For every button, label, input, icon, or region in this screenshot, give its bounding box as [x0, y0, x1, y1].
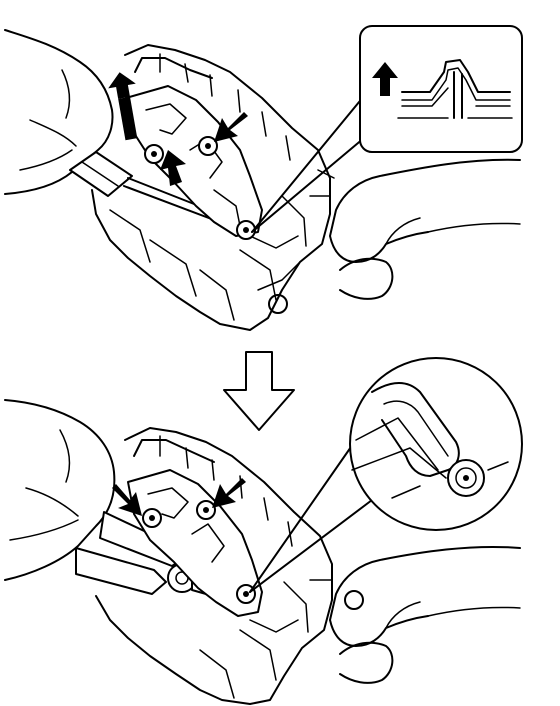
pointer-arrow-icon	[214, 112, 248, 142]
detail-callout-top	[251, 25, 523, 233]
detail-callout-bottom	[249, 357, 523, 593]
assembly-body-bottom	[95, 427, 364, 705]
pointer-arrow-left-icon	[112, 484, 142, 516]
top-panel	[4, 25, 523, 331]
rivet-bottom-right	[196, 500, 216, 520]
right-hand-top	[329, 158, 521, 300]
left-hand-bottom	[4, 399, 116, 581]
bracket-plate-top	[125, 85, 263, 237]
pointer-arrow-right-icon	[212, 478, 246, 508]
rivet-bottom-lower	[236, 584, 256, 604]
step-arrow	[223, 351, 295, 431]
rivet-upper-left	[144, 144, 164, 164]
lift-arrow-left	[108, 72, 138, 141]
lift-arrow-center	[160, 150, 186, 186]
rivet-bottom-left	[142, 508, 162, 528]
assembly-body-top	[91, 44, 335, 331]
down-arrow-icon	[223, 351, 295, 431]
rivet-upper-right	[198, 136, 218, 156]
rivet-lower	[236, 220, 256, 240]
right-hand-bottom	[329, 545, 521, 684]
bracket-plate-bottom	[127, 469, 263, 617]
bottom-panel	[4, 357, 523, 705]
up-arrow-icon	[372, 62, 398, 96]
left-hand-top	[4, 29, 114, 195]
